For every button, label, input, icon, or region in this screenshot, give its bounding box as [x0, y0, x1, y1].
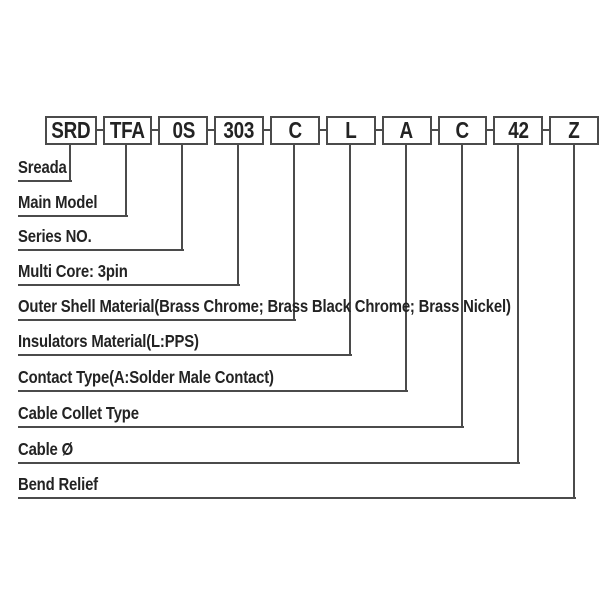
leader-line-cable-collet [461, 144, 463, 428]
code-row: SRD TFA 0S 303 C L A C 42 Z [45, 116, 599, 145]
label-series-no: Series NO. [18, 226, 92, 246]
connector-line [45, 129, 599, 131]
code-text: L [345, 117, 357, 143]
code-box-series-no: 0S [158, 116, 209, 145]
label-cable-diameter: Cable Ø [18, 439, 74, 459]
leader-line-contact-type [405, 144, 407, 392]
underline-series-no [18, 249, 184, 251]
code-box-sreada: SRD [45, 116, 97, 145]
label-main-model: Main Model [18, 192, 98, 212]
label-cable-collet: Cable Collet Type [18, 403, 139, 423]
code-text: C [288, 117, 302, 143]
code-text: TFA [110, 117, 146, 143]
leader-line-insulators [349, 144, 351, 356]
leader-line-bend-relief [573, 144, 575, 499]
code-box-bend-relief: Z [549, 116, 599, 145]
underline-insulators [18, 354, 352, 356]
code-box-contact-type: A [381, 116, 432, 145]
leader-line-cable-diameter [517, 144, 519, 464]
label-outer-shell: Outer Shell Material(Brass Chrome; Brass… [18, 296, 511, 316]
label-multi-core: Multi Core: 3pin [18, 261, 128, 281]
code-text: 0S [172, 117, 195, 143]
label-contact-type: Contact Type(A:Solder Male Contact) [18, 367, 274, 387]
label-insulators: Insulators Material(L:PPS) [18, 331, 199, 351]
code-text: A [399, 117, 414, 143]
code-text: 42 [508, 117, 529, 143]
leader-line-sreada [69, 144, 71, 182]
leader-line-main-model [125, 144, 127, 217]
code-text: 303 [223, 117, 255, 143]
leader-line-multi-core [237, 144, 239, 286]
code-box-cable-diameter: 42 [493, 116, 544, 145]
underline-cable-collet [18, 426, 464, 428]
code-box-main-model: TFA [102, 116, 153, 145]
underline-outer-shell [18, 319, 296, 321]
code-box-cable-collet: C [437, 116, 488, 145]
underline-multi-core [18, 284, 240, 286]
leader-line-outer-shell [293, 144, 295, 321]
code-box-insulators: L [325, 116, 376, 145]
underline-main-model [18, 215, 128, 217]
underline-cable-diameter [18, 462, 520, 464]
code-text: Z [568, 117, 580, 143]
code-text: C [455, 117, 470, 143]
code-box-multi-core: 303 [214, 116, 265, 145]
underline-sreada [18, 180, 72, 182]
label-bend-relief: Bend Relief [18, 474, 98, 494]
label-sreada: Sreada [18, 157, 67, 177]
underline-contact-type [18, 390, 408, 392]
leader-line-series-no [181, 144, 183, 251]
code-box-outer-shell: C [270, 116, 320, 145]
underline-bend-relief [18, 497, 576, 499]
code-text: SRD [51, 117, 91, 143]
